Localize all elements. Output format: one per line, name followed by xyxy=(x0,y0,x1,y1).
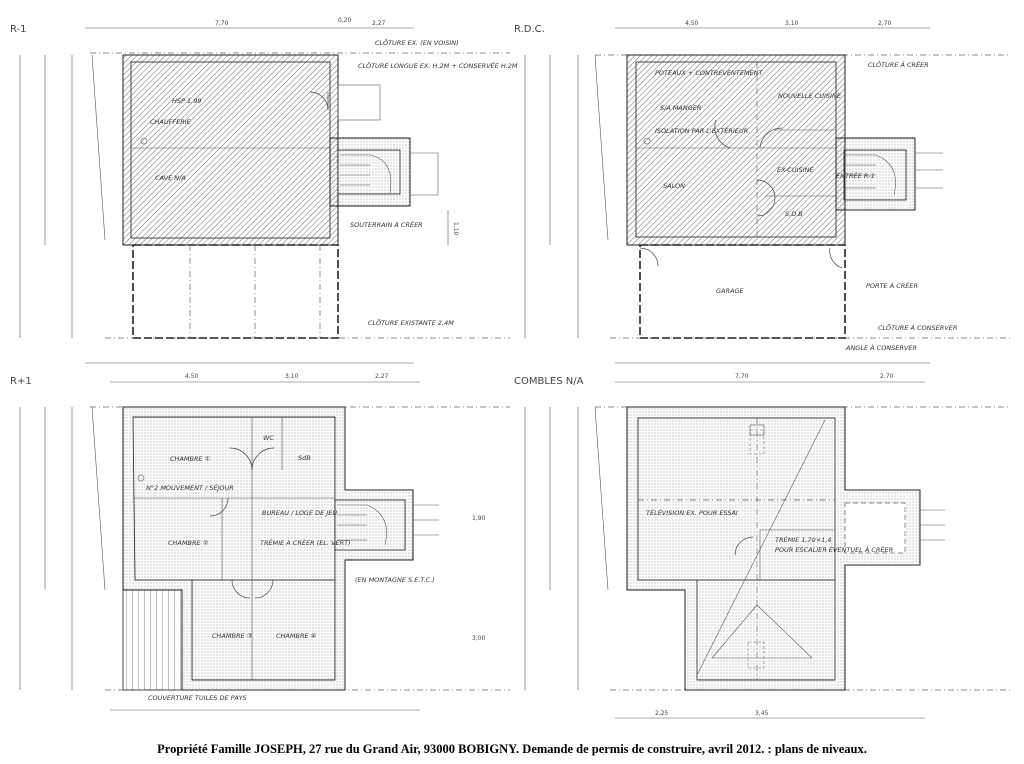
neighbor-wall xyxy=(91,54,106,241)
dimension-text: 4,50 xyxy=(685,20,699,27)
room-label: GARAGE xyxy=(716,287,744,295)
dimension-text: 3,10 xyxy=(285,373,299,380)
plan-ground-floor: R.D.C. S/A MANGER NOUVELLE CUISINE SALON… xyxy=(514,20,1010,352)
room-label: POUR ESCALIER ÉVENTUEL À CRÉER xyxy=(775,545,893,554)
door-swing xyxy=(639,247,843,269)
exterior-wall xyxy=(626,54,846,246)
plan-first-floor: R+1 CHAMBRE ① CHAMBRE ② CHAMBRE ③ CHAMBR… xyxy=(10,362,510,711)
stair-annex xyxy=(329,137,411,207)
floor-plans-drawing: R-1 HSP 1,99 CHAUFFERIE CAVE N/A CLÔTURE… xyxy=(10,17,1010,719)
room-label: BUREAU / LOGE DE JEU xyxy=(262,509,337,517)
dimension-text: 4,50 xyxy=(185,373,199,380)
dimension-text: 3,00 xyxy=(472,635,486,642)
drawing-caption: Propriété Famille JOSEPH, 27 rue du Gran… xyxy=(157,742,867,756)
plan-basement: R-1 HSP 1,99 CHAUFFERIE CAVE N/A CLÔTURE… xyxy=(10,17,518,339)
dimension-text: 2,25 xyxy=(655,710,669,717)
annotation: CLÔTURE LONGUE EX. H.2M + CONSERVÉE H.2M xyxy=(358,61,518,70)
room-label: NOUVELLE CUISINE xyxy=(778,92,842,100)
roof-hip-line xyxy=(696,419,826,676)
stair-opening xyxy=(759,529,835,580)
room-label: CHAMBRE ① xyxy=(170,455,211,463)
garage-footprint xyxy=(639,244,846,339)
flue-icon xyxy=(137,474,145,482)
dimension-text: 0,20 xyxy=(338,17,352,24)
room-label: S/A MANGER xyxy=(660,104,701,112)
dimension-text: 2,70 xyxy=(880,373,894,380)
dimension-text: 7,70 xyxy=(215,20,229,27)
room-label: EX-CUISINE xyxy=(777,166,814,174)
annotation: CLÔTURE EX. (EN VOISIN) xyxy=(375,38,459,47)
step-outside xyxy=(915,152,943,189)
annotation: POTEAUX + CONTREVENTEMENT xyxy=(655,69,764,77)
annotation: ANGLE À CONSERVER xyxy=(845,343,917,352)
room-label: TRÉMIE À CRÉER (EL. VERT) xyxy=(260,538,351,547)
dimension-text: 2,70 xyxy=(878,20,892,27)
roof-tiles xyxy=(122,589,183,691)
dimension-text: 1,90 xyxy=(472,515,486,522)
annotation: CLÔTURE À CONSERVER xyxy=(878,323,957,332)
annotation: PORTE À CRÉER xyxy=(866,281,918,290)
roof-hip-line xyxy=(711,604,813,659)
step-outside xyxy=(410,152,439,196)
dimension-text: 2,27 xyxy=(375,373,389,380)
room-label: TRÉMIE 1,70×1,4 xyxy=(775,535,832,544)
room-label: CHAMBRE ② xyxy=(168,539,209,547)
annotation: (EN MONTAGNE S.E.T.C.) xyxy=(355,576,435,584)
door-swing xyxy=(734,536,754,556)
dimension-text: 3,45 xyxy=(755,710,769,717)
room-label: HSP 1,99 xyxy=(172,97,201,105)
exterior-stair xyxy=(337,84,381,121)
level-label: R.D.C. xyxy=(514,24,545,35)
door-swing xyxy=(209,447,275,599)
room-label: CHAMBRE ④ xyxy=(276,632,317,640)
staircase xyxy=(340,154,392,194)
room-label: CHAUFFERIE xyxy=(150,118,192,126)
flue-icon xyxy=(643,137,651,145)
staircase xyxy=(337,504,387,546)
annotation: SOUTERRAIN À CRÉER xyxy=(350,220,423,229)
flue-icon xyxy=(140,137,148,145)
annotation: N°2 MOUVEMENT / SÉJOUR xyxy=(146,483,234,492)
annotation: TÉLÉVISION EX. POUR ESSAI xyxy=(646,508,738,517)
staircase xyxy=(846,154,896,196)
level-label: R-1 xyxy=(10,24,27,35)
exterior-wall xyxy=(626,406,921,691)
room-label: SdB xyxy=(298,454,311,462)
plan-attic: COMBLES N/A TRÉMIE 1,70×1,4 POUR ESCALIE… xyxy=(514,362,1010,719)
dimension-text: 3,10 xyxy=(785,20,799,27)
annotation: COUVERTURE TUILES DE PAYS xyxy=(148,694,247,702)
annotation: CLÔTURE À CRÉER xyxy=(868,60,929,69)
level-label: COMBLES N/A xyxy=(514,376,584,387)
room-label: S.D.B xyxy=(785,210,803,218)
door-swing xyxy=(309,91,329,111)
annotation: ISOLATION PAR L'EXTÉRIEUR xyxy=(655,126,748,135)
room-label: WC xyxy=(263,434,274,442)
room-label: CHAMBRE ③ xyxy=(212,632,253,640)
room-label: CAVE N/A xyxy=(155,174,186,182)
room-label: SALON xyxy=(663,182,685,190)
annotation: CLÔTURE EXISTANTE 2,4M xyxy=(368,318,454,327)
dimension-text: 7,70 xyxy=(735,373,749,380)
exterior-wall xyxy=(122,54,339,246)
door-swing xyxy=(714,119,783,217)
level-label: R+1 xyxy=(10,376,32,387)
room-label: ENTRÉE R-1 xyxy=(836,171,875,180)
dimension-text: 1,10 xyxy=(452,222,459,236)
garage-footprint xyxy=(132,244,339,339)
dimension-text: 2,27 xyxy=(372,20,386,27)
